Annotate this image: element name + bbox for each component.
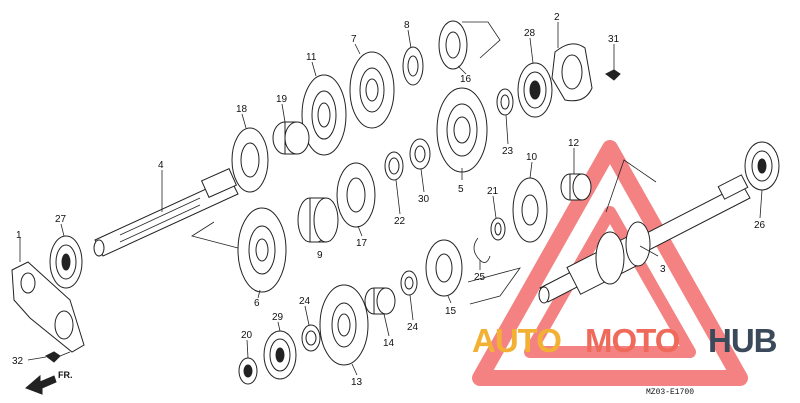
part-31-bolt — [605, 58, 621, 81]
callout-7: 7 — [351, 34, 357, 45]
part-21-washer — [490, 217, 506, 241]
part-11-gear — [301, 74, 347, 156]
callout-22: 22 — [394, 216, 406, 227]
part-1-bearing-holder — [11, 261, 85, 353]
callout-27: 27 — [55, 214, 67, 225]
callout-1: 1 — [16, 230, 22, 241]
callout-30: 30 — [418, 194, 430, 205]
part-20-nut — [238, 357, 258, 385]
part-24a-washer — [400, 270, 418, 296]
part-2-cover-plate — [551, 43, 593, 102]
callout-24a: 24 — [299, 296, 311, 307]
callout-18: 18 — [236, 104, 248, 115]
part-17-shifter-gear — [336, 162, 376, 228]
front-direction-arrow — [25, 374, 57, 395]
part-15-synchro-gear — [425, 239, 521, 305]
drawing-code: MZ03-E1700 — [646, 388, 694, 397]
callout-25: 25 — [474, 272, 486, 283]
callout-24b: 24 — [407, 322, 419, 333]
callout-10: 10 — [526, 152, 538, 163]
part-5-gear — [436, 87, 488, 173]
callout-15: 15 — [445, 306, 457, 317]
callout-29: 29 — [272, 312, 284, 323]
part-27-bearing — [49, 235, 83, 289]
callout-13: 13 — [351, 377, 363, 388]
part-19-bushing — [272, 121, 310, 155]
callout-12: 12 — [568, 138, 580, 149]
part-10-gear — [512, 177, 548, 243]
callout-2: 2 — [554, 12, 560, 23]
watermark-word-auto: AUTO — [472, 322, 561, 359]
part-3-countershaft — [538, 159, 751, 304]
callout-labels: 1 2 3 4 5 6 7 8 9 10 11 12 13 14 15 16 1… — [12, 12, 766, 388]
part-16-synchro-hub — [438, 20, 501, 70]
part-28-bearing — [517, 62, 553, 118]
watermark-word-moto: MOTO — [585, 322, 680, 359]
callout-21: 21 — [487, 186, 499, 197]
watermark-word-hub: HUB — [708, 322, 777, 359]
direction-label: FR. — [58, 370, 73, 380]
callout-26: 26 — [754, 220, 766, 231]
callout-31: 31 — [608, 34, 620, 45]
callout-9: 9 — [317, 250, 323, 261]
part-32-bolt — [45, 351, 71, 363]
callout-19: 19 — [276, 94, 288, 105]
watermark-wordmark: AUTO MOTO HUB — [472, 322, 778, 359]
part-7-gear — [349, 51, 395, 129]
part-25-circlip — [473, 237, 491, 263]
part-6-gear — [191, 207, 287, 293]
callout-5: 5 — [458, 184, 464, 195]
callout-6: 6 — [254, 298, 260, 309]
part-13-gear — [319, 284, 369, 366]
part-23-washer — [496, 88, 514, 116]
part-22-washer — [384, 151, 404, 181]
part-14-bushing — [364, 287, 396, 315]
callout-3: 3 — [660, 264, 666, 275]
part-12-bushing — [560, 173, 592, 201]
callout-17: 17 — [356, 238, 368, 249]
part-30-needle-bearing — [409, 138, 431, 170]
part-8-collar-gear — [402, 46, 424, 86]
callout-16: 16 — [460, 74, 472, 85]
part-9-gear — [297, 197, 339, 243]
part-18-gear — [231, 127, 269, 193]
part-24b-washer — [301, 324, 321, 352]
callout-20: 20 — [241, 330, 253, 341]
callout-32: 32 — [12, 356, 24, 367]
part-29-bearing — [263, 330, 297, 380]
watermark-triangle-outer — [472, 140, 748, 386]
callout-8: 8 — [404, 20, 410, 31]
part-4-mainshaft — [93, 168, 239, 257]
callout-14: 14 — [383, 338, 395, 349]
leader-lines — [19, 22, 763, 376]
callout-28: 28 — [524, 28, 536, 39]
callout-4: 4 — [158, 160, 164, 171]
callout-11: 11 — [306, 52, 317, 63]
callout-23: 23 — [502, 146, 514, 157]
part-26-bearing — [744, 141, 780, 191]
